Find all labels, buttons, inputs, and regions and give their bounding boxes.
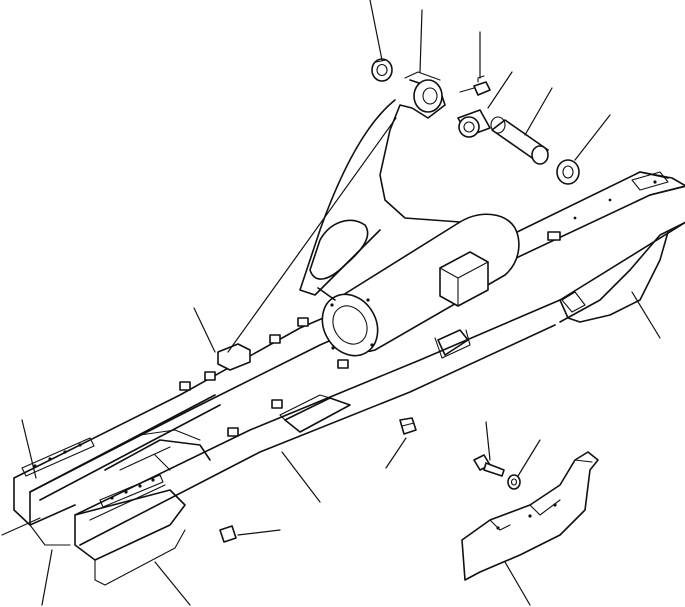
pivot-pin [490, 116, 549, 165]
housing-flange [321, 293, 379, 357]
frame-front-rail-bottom [79, 324, 556, 546]
frame-right-rail [559, 185, 685, 323]
nut-left [219, 525, 237, 543]
frame-block-6 [271, 399, 283, 409]
frame-left-end [13, 477, 76, 526]
frame-left-rail [29, 394, 221, 501]
frame-block-7 [337, 359, 349, 369]
frame-front-end [74, 489, 186, 561]
arm-hub [413, 79, 443, 113]
frame-block-5 [227, 427, 239, 437]
frame-inspection-cover [437, 329, 469, 356]
housing-top-box [439, 251, 489, 307]
frame-block-1 [179, 381, 191, 391]
frame-block-3 [269, 334, 281, 344]
guard-plate [461, 451, 599, 581]
center-housing [321, 213, 520, 357]
frame-inner-edge [29, 194, 651, 493]
frame-block-2 [204, 371, 216, 381]
bolt-strip-left [21, 437, 95, 477]
leader-lines [1, 0, 661, 606]
bolt [473, 454, 505, 477]
seal-ring-right [556, 159, 580, 185]
frame-front-rail-top [74, 221, 685, 516]
frame-right-guard [559, 231, 669, 323]
nut-center [399, 417, 417, 435]
bolt-strip-front [99, 474, 164, 508]
bushing [457, 109, 491, 138]
washer [507, 474, 521, 490]
frame-lug [217, 343, 251, 371]
arm-outline [379, 79, 461, 223]
frame-block-4 [297, 317, 309, 327]
arm-window [309, 219, 369, 280]
grease-fitting [459, 75, 491, 96]
seal-ring-left [371, 58, 393, 82]
frame-slot-plate [284, 397, 351, 433]
frame-block-8 [547, 231, 561, 241]
pivot-arm [299, 71, 461, 301]
track-frame [13, 171, 685, 586]
